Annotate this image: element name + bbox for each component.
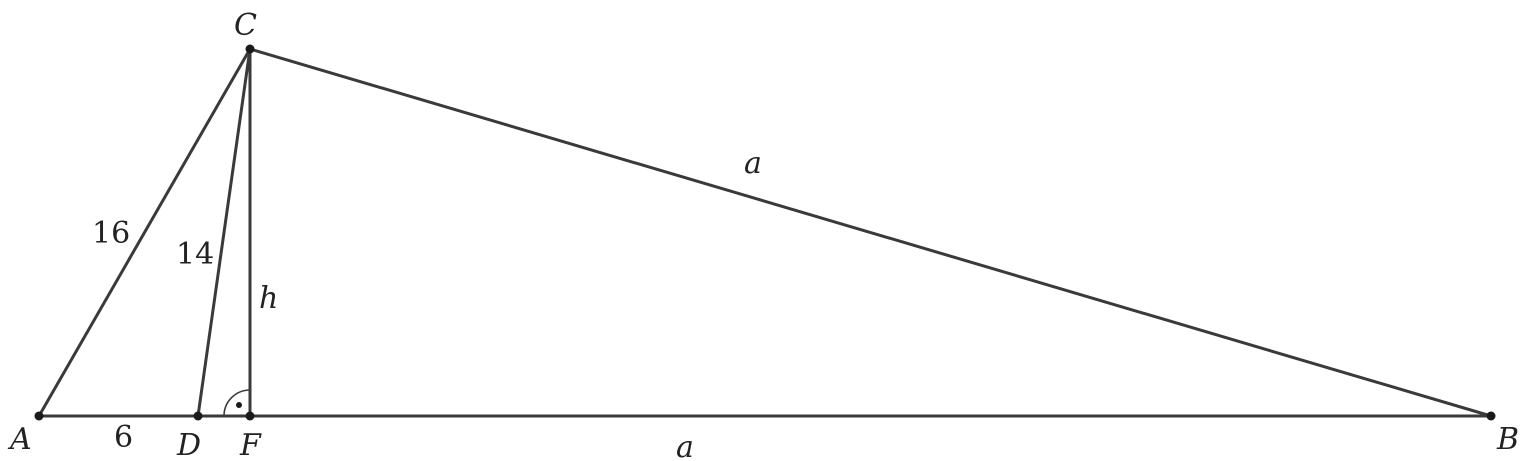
point-b <box>1486 411 1496 421</box>
label-segment-cb: a <box>744 146 762 181</box>
point-a <box>34 411 44 421</box>
label-point-d: D <box>176 428 201 461</box>
label-point-b: B <box>1496 422 1519 457</box>
point-f <box>245 411 255 421</box>
label-segment-dc: 14 <box>176 237 214 272</box>
label-point-a: A <box>7 422 32 457</box>
point-c <box>245 44 255 54</box>
right-angle-dot <box>236 402 242 408</box>
segment-dc <box>196 47 252 418</box>
segment-ac <box>37 47 252 418</box>
label-segment-fc-height: h <box>259 281 278 316</box>
label-segment-ad: 6 <box>114 420 133 455</box>
segment-cb <box>248 47 1493 418</box>
label-point-c: C <box>234 8 257 43</box>
label-segment-ab: a <box>676 430 694 461</box>
label-point-f: F <box>239 428 262 461</box>
point-d <box>193 411 203 421</box>
label-segment-ac: 16 <box>92 216 130 251</box>
right-angle-marker <box>223 389 251 417</box>
